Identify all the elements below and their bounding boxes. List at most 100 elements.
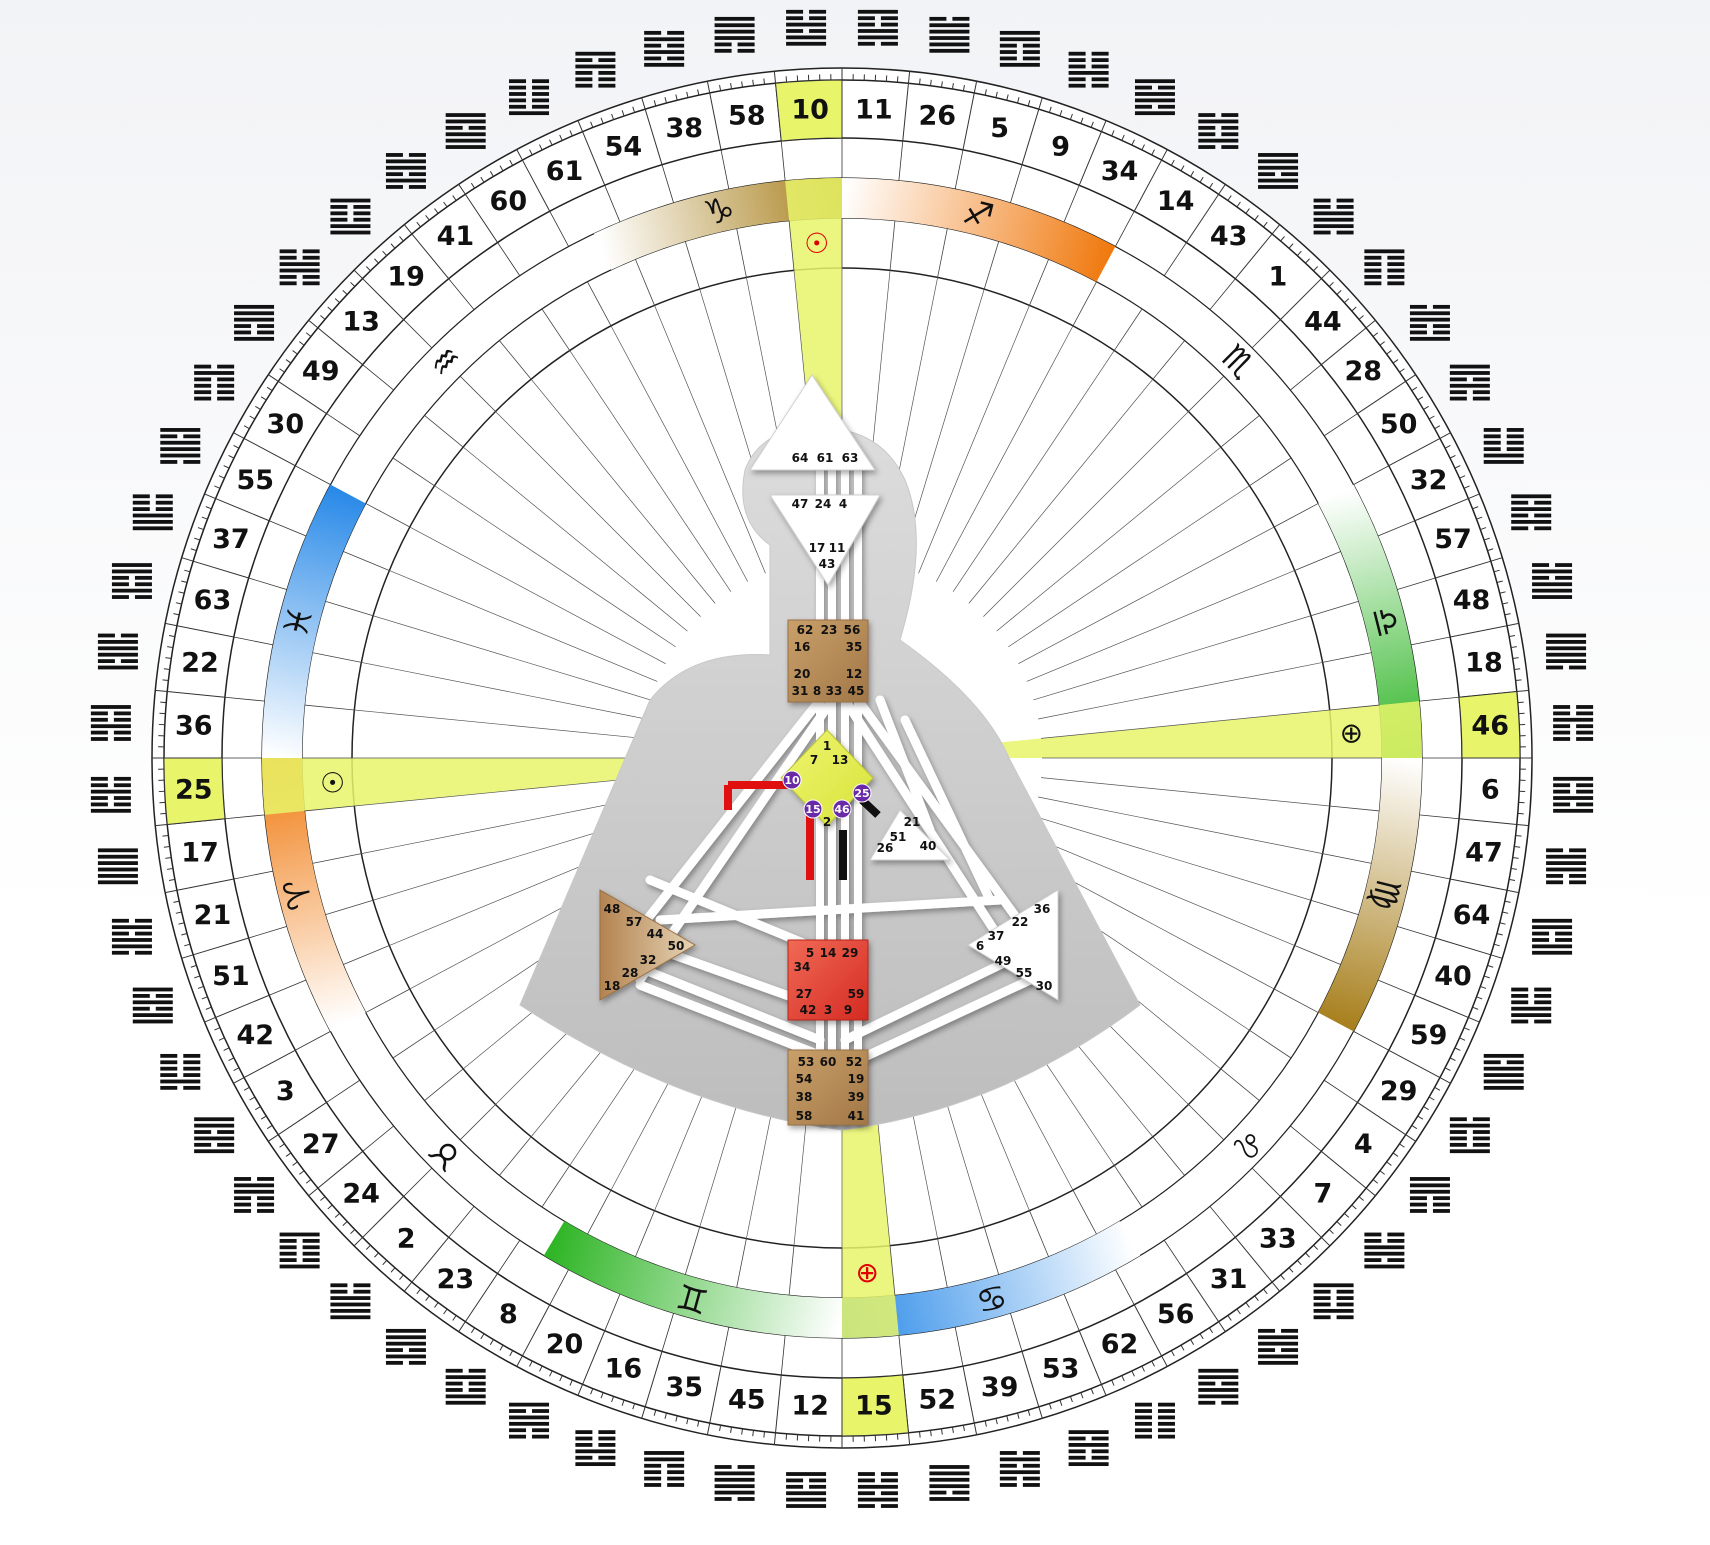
spoke-line [1310,899,1359,916]
rim-tick [218,475,225,479]
gate-number: 11 [855,94,893,125]
rim-tick [763,1431,766,1438]
rim-tick [1236,201,1241,208]
gate-number: 42 [237,1020,275,1051]
gate-divider [1320,327,1367,366]
hexagram-line [929,1477,970,1482]
hexagram-line [330,1296,371,1300]
hexagram-icon [1313,1283,1354,1320]
hexagram-line [857,35,898,40]
gate-divider [1396,577,1436,591]
hexagram-line [1068,1462,1109,1467]
hexagram-line [1068,1455,1086,1460]
spoke-line [530,379,716,604]
hexagram-line [1511,1013,1552,1018]
hexagram-line [667,1483,685,1487]
spoke-line [937,228,948,278]
hexagram-line [155,1006,173,1011]
hexagram-line [217,383,235,388]
hexagram-line [445,1394,486,1399]
hexagram-line [385,178,426,183]
hexagram-icon [234,304,275,341]
spoke-line [952,350,1115,592]
hexagram-line [880,22,898,27]
rim-tick [509,1350,514,1357]
gate-divider [604,1293,621,1331]
heart-center [869,809,952,861]
hexagram-line [1313,1283,1354,1288]
rim-tick [1161,1355,1168,1367]
spoke-line [463,446,688,632]
hexagram-line [194,396,212,401]
hexagram-line [1432,1209,1450,1213]
rim-tick [1208,1327,1214,1334]
hexagram-line [1221,125,1239,130]
root-gate: 19 [848,1072,865,1086]
spleen-gate: 32 [640,953,657,967]
spoke-line [1294,550,1342,571]
rim-tick [611,1396,615,1403]
hexagram-line [644,1470,662,1475]
hexagram-line [857,1491,875,1496]
hexagram-line [644,62,685,67]
hexagram-line [1409,311,1450,316]
hexagram-line [714,48,732,53]
gate-number: 19 [387,262,425,293]
rim-tick [285,1152,292,1157]
gate-number: 53 [1042,1354,1080,1385]
hexagram-line [1198,1400,1216,1405]
spleen-gate: 57 [626,915,643,929]
hexagram-line [929,48,970,53]
gate-divider [549,1269,569,1305]
hexagram-icon [999,30,1040,67]
hexagram-line [575,1430,593,1435]
rim-tick [1487,548,1494,552]
hexagram-line [1313,205,1331,209]
hexagram-line [113,717,131,722]
hexagram-line [598,83,616,88]
gate-activation-label: 25 [854,787,869,800]
hexagram-line [1387,1238,1405,1243]
rim-tick [1111,130,1115,137]
hexagram-line [217,396,235,401]
hexagram-line [257,1196,275,1201]
spoke-line [788,1245,795,1296]
hexagram-line [408,153,426,157]
hexagram-line [1157,1409,1175,1413]
rim-tick [168,635,176,638]
hexagram-line [1483,1060,1501,1065]
gate-divider [1078,1330,1102,1385]
spoke-line [587,1189,612,1235]
hexagram-line [1432,330,1450,335]
rim-tick [1227,195,1232,201]
hexagram-line [1198,1388,1239,1392]
hexagram-line [644,1457,685,1462]
hexagram-line [1221,132,1239,137]
hexagram-icon [385,153,426,189]
hexagram-icon [1258,1328,1299,1365]
hexagram-line [1336,1289,1354,1294]
hexagram-line [1387,255,1405,260]
rim-tick [1344,298,1350,304]
rim-tick [489,1339,494,1345]
hexagram-line [468,1368,486,1373]
throat-gate: 12 [846,667,863,681]
hexagram-line [1553,717,1594,722]
gate-divider [1377,979,1415,996]
rim-tick [266,386,273,392]
hexagram-icon [1532,918,1573,955]
gate-divider [448,278,475,310]
rim-tick [940,81,943,88]
hexagram-line [1409,1177,1450,1181]
spoke-line [587,281,612,327]
hexagram-line [1409,330,1427,335]
hexagram-line [330,217,348,222]
rim-tick [365,266,371,272]
hexagram-line [714,1490,755,1495]
sacral-gate: 9 [844,1003,852,1017]
hexagram-line [714,29,755,34]
rim-tick [1328,281,1334,287]
gate-divider [898,140,904,181]
rim-tick [697,89,700,96]
hexagram-line [194,1123,235,1128]
